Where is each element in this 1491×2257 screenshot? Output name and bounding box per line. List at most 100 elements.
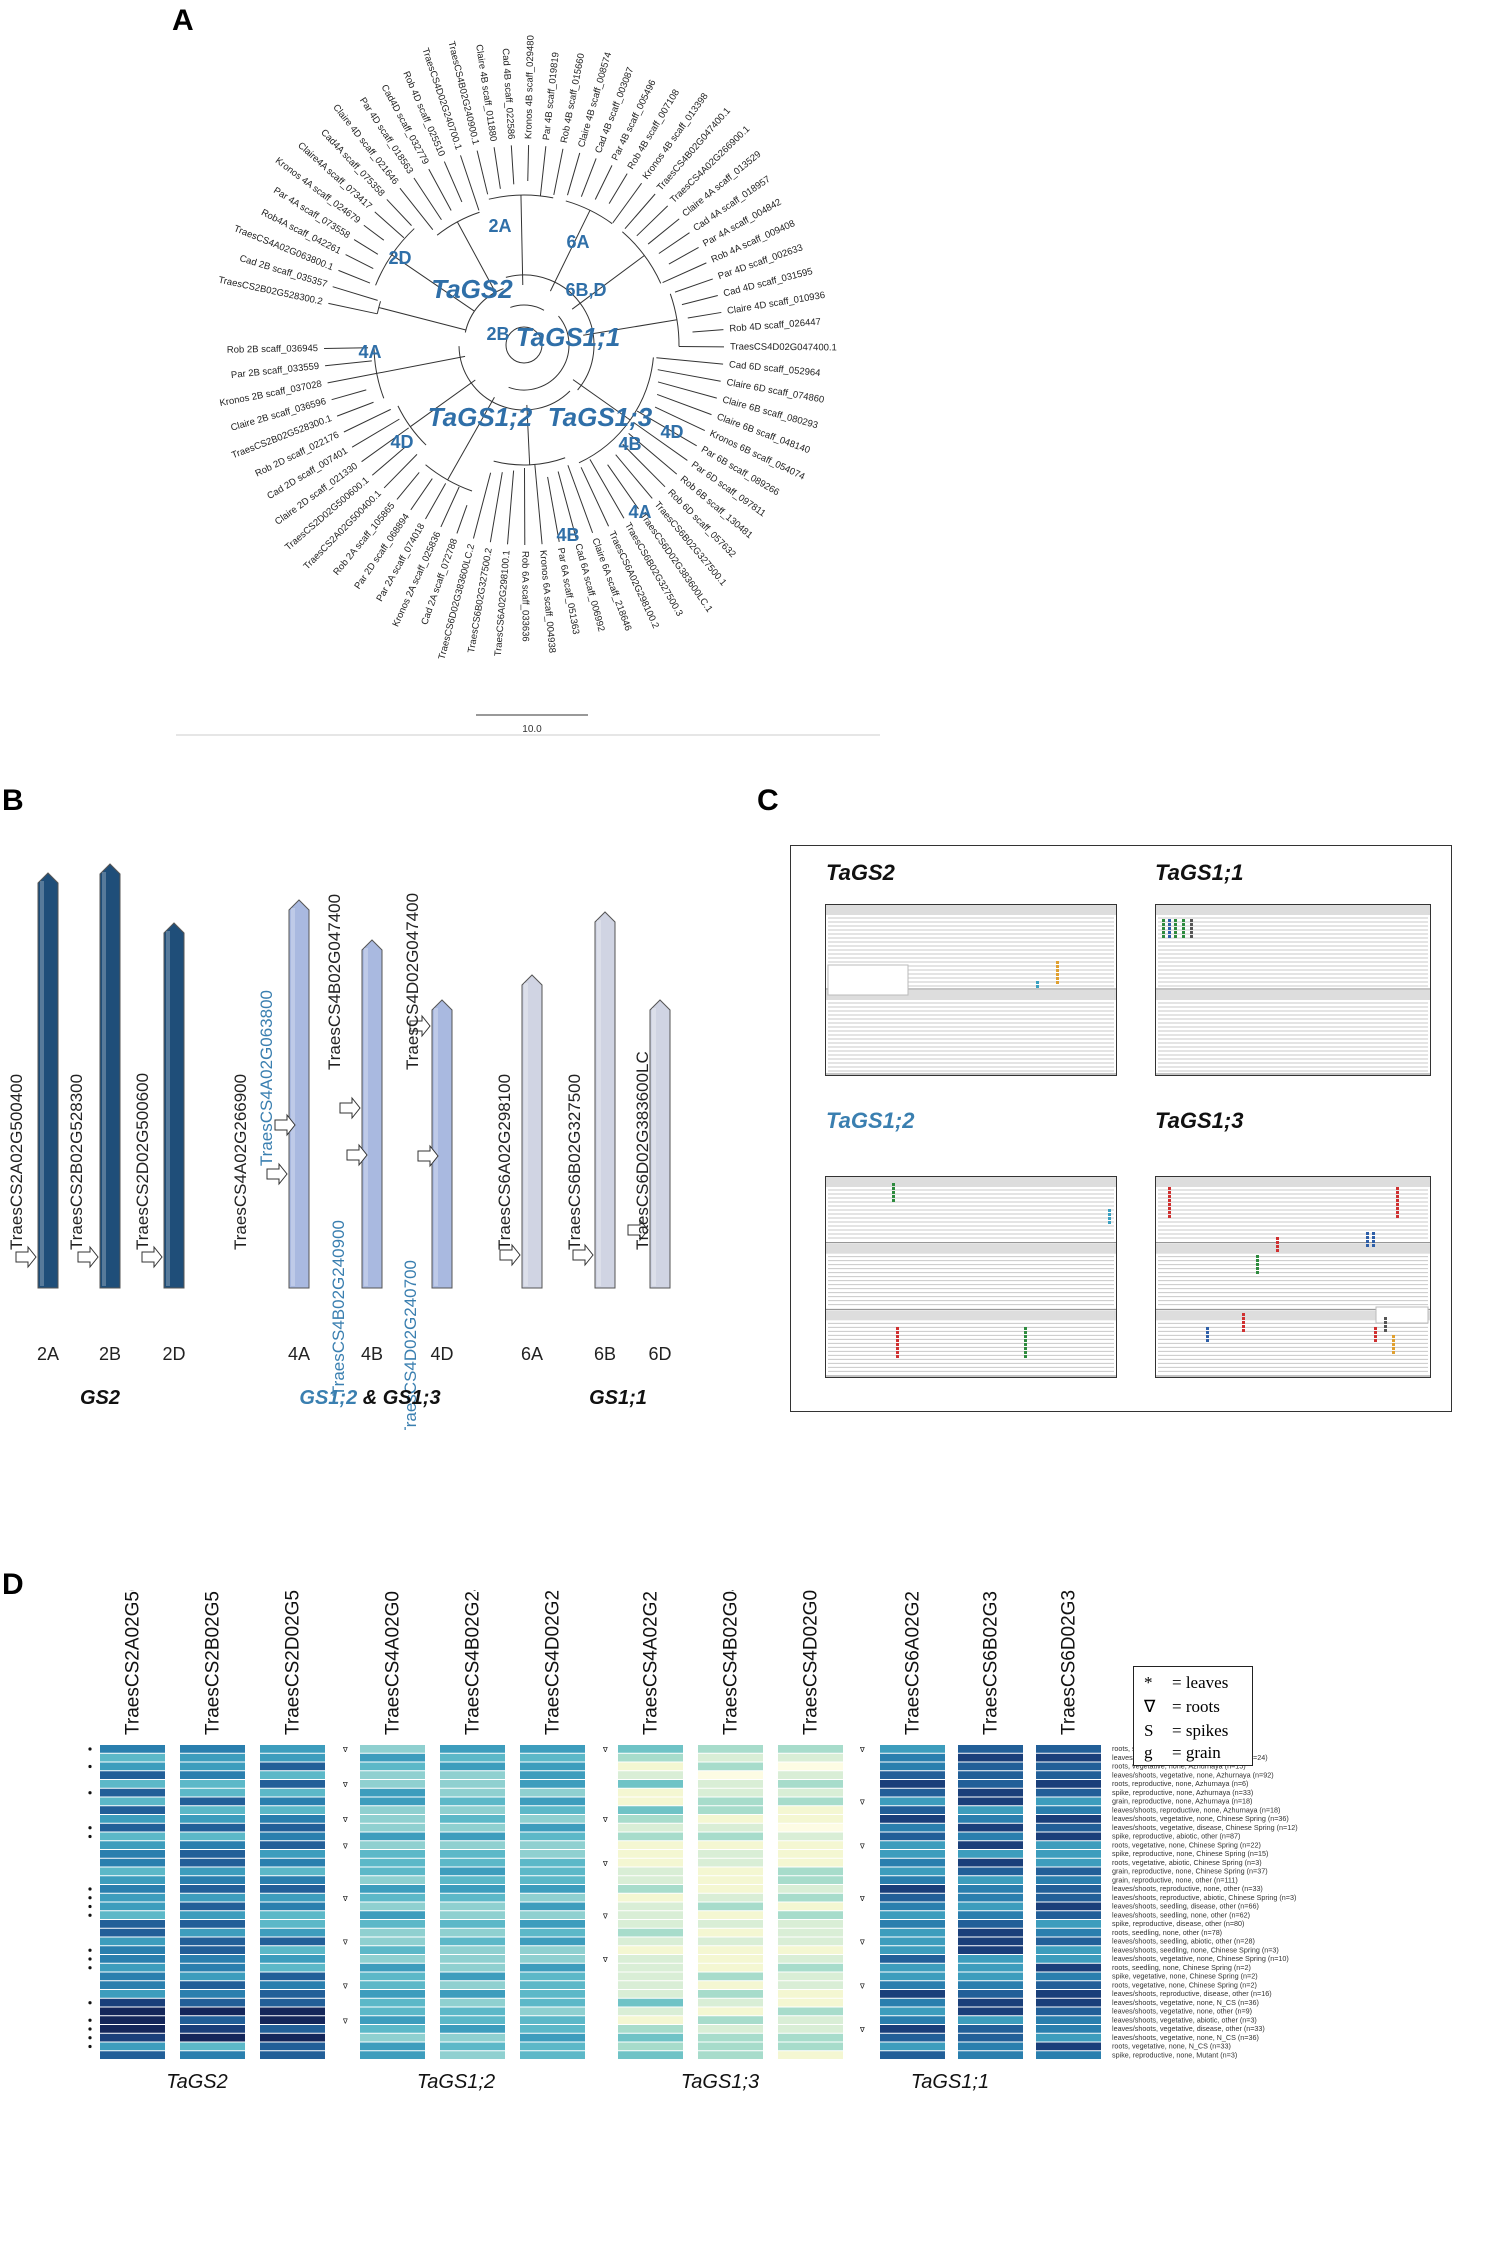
heatmap-cell bbox=[698, 1780, 763, 1788]
variant-dot bbox=[1190, 927, 1193, 930]
condition-label: roots, vegetative, none, Chinese Spring … bbox=[1112, 1980, 1257, 1989]
variant-dot bbox=[1206, 1331, 1209, 1334]
heatmap-cell bbox=[618, 1771, 683, 1779]
heatmap-cell bbox=[520, 1780, 585, 1788]
variant-dot bbox=[1036, 985, 1039, 988]
tree-branch bbox=[622, 443, 666, 488]
tree-branch bbox=[343, 408, 391, 433]
gene-arrow bbox=[417, 1144, 439, 1168]
gene-arrow bbox=[141, 1245, 163, 1269]
variant-dot bbox=[1396, 1215, 1399, 1218]
heatmap-cell bbox=[180, 1806, 245, 1814]
group-gs13-part: GS1;3 bbox=[383, 1387, 441, 1409]
column-header: TraesCS2D02G500600 bbox=[283, 1590, 304, 1735]
variant-dot bbox=[1366, 1232, 1369, 1235]
tree-branch bbox=[628, 433, 678, 475]
tree-branch bbox=[654, 406, 705, 432]
heatmap-cell bbox=[958, 1946, 1023, 1954]
heatmap-cell bbox=[698, 1797, 763, 1806]
tree-branch bbox=[324, 347, 369, 349]
legend-sym: S bbox=[1144, 1721, 1154, 1740]
tree-branch bbox=[572, 379, 631, 421]
heatmap-cell bbox=[880, 1823, 945, 1832]
tissue-marker: ∇ bbox=[859, 1842, 865, 1850]
chromosome-label: 2D bbox=[162, 1344, 185, 1364]
tree-branch bbox=[391, 254, 475, 312]
variant-dot bbox=[896, 1343, 899, 1346]
tree-branch bbox=[363, 224, 385, 241]
heatmap-cell bbox=[100, 1972, 165, 1981]
title-tags1-1: TaGS1;1 bbox=[1155, 860, 1244, 885]
variant-dot bbox=[892, 1187, 895, 1190]
condition-label: leaves/shoots, vegetative, disease, Chin… bbox=[1112, 1823, 1298, 1832]
heatmap-cell bbox=[520, 1797, 585, 1806]
heatmap-cell bbox=[360, 1928, 425, 1937]
variant-dot bbox=[1024, 1335, 1027, 1338]
alignment-tags1-2 bbox=[825, 1176, 1117, 1378]
heatmap-cell bbox=[520, 1771, 585, 1779]
alignment-tags1-3 bbox=[1155, 1176, 1431, 1378]
chromosome-2B bbox=[99, 863, 121, 1289]
heatmap-cell bbox=[618, 1998, 683, 2007]
heatmap-cell bbox=[778, 1753, 843, 1762]
tissue-marker bbox=[88, 1957, 92, 1961]
heatmap-cell bbox=[100, 1745, 165, 1753]
heatmap-cell bbox=[778, 1841, 843, 1849]
heatmap-cell bbox=[618, 1762, 683, 1771]
heatmap-cell bbox=[958, 1981, 1023, 1989]
heatmap-cell bbox=[778, 2007, 843, 2016]
heatmap-cell bbox=[520, 1832, 585, 1841]
variant-dot bbox=[1168, 927, 1171, 930]
heatmap-cell bbox=[180, 1753, 245, 1762]
heatmap-cell bbox=[520, 2042, 585, 2051]
heatmap-cell bbox=[618, 1850, 683, 1858]
heatmap-cell bbox=[180, 1911, 245, 1919]
heatmap-cell bbox=[180, 1797, 245, 1806]
heatmap-cell bbox=[698, 1753, 763, 1762]
scale-label: 10.0 bbox=[522, 724, 542, 735]
heatmap-cell bbox=[260, 2025, 325, 2033]
heatmap-cell bbox=[520, 1946, 585, 1954]
condition-label: leaves/shoots, seedling, disease, other … bbox=[1112, 1902, 1259, 1911]
tree-branch bbox=[328, 302, 378, 315]
heatmap-cell bbox=[360, 1885, 425, 1893]
heatmap-cell bbox=[958, 1771, 1023, 1779]
heatmap-cell bbox=[958, 1972, 1023, 1981]
heatmap-cell bbox=[958, 1998, 1023, 2007]
heatmap-cell bbox=[360, 1753, 425, 1762]
heatmap-cell bbox=[180, 1963, 245, 1972]
heatmap-cell bbox=[440, 1911, 505, 1919]
legend-sym: * bbox=[1144, 1673, 1153, 1692]
condition-label: leaves/shoots, seedling, none, other (n=… bbox=[1112, 1910, 1250, 1919]
heatmap-cell bbox=[698, 1876, 763, 1884]
tree-branch bbox=[353, 239, 379, 255]
heatmap-cell bbox=[698, 1762, 763, 1771]
heatmap-cell bbox=[100, 1832, 165, 1841]
variant-dot bbox=[1174, 927, 1177, 930]
variant-dot bbox=[1182, 923, 1185, 926]
heatmap-cell bbox=[1036, 1745, 1101, 1753]
heatmap-cell bbox=[260, 1981, 325, 1989]
heatmap-cell bbox=[520, 1823, 585, 1832]
heatmap-cell bbox=[958, 1885, 1023, 1893]
heatmap-cell bbox=[1036, 1867, 1101, 1876]
heatmap-cell bbox=[360, 1815, 425, 1823]
tree-branch bbox=[567, 152, 581, 196]
tissue-marker: ∇ bbox=[342, 1982, 348, 1990]
variant-dot bbox=[1108, 1213, 1111, 1216]
heatmap-cell bbox=[440, 1780, 505, 1788]
heatmap-cell bbox=[100, 1911, 165, 1919]
heatmap-cell bbox=[100, 1885, 165, 1893]
heatmap-cell bbox=[520, 1902, 585, 1911]
heatmap-cell bbox=[440, 1788, 505, 1797]
variant-dot bbox=[892, 1195, 895, 1198]
heatmap-cell bbox=[100, 1920, 165, 1928]
heatmap-cell bbox=[1036, 2033, 1101, 2042]
heatmap-cell bbox=[260, 2033, 325, 2042]
heatmap-cell bbox=[618, 1745, 683, 1753]
heatmap-cell bbox=[1036, 1920, 1101, 1928]
variant-dot bbox=[1242, 1321, 1245, 1324]
heatmap-cell bbox=[1036, 2007, 1101, 2016]
heatmap-cell bbox=[618, 1858, 683, 1867]
heatmap-cell bbox=[880, 1990, 945, 1998]
